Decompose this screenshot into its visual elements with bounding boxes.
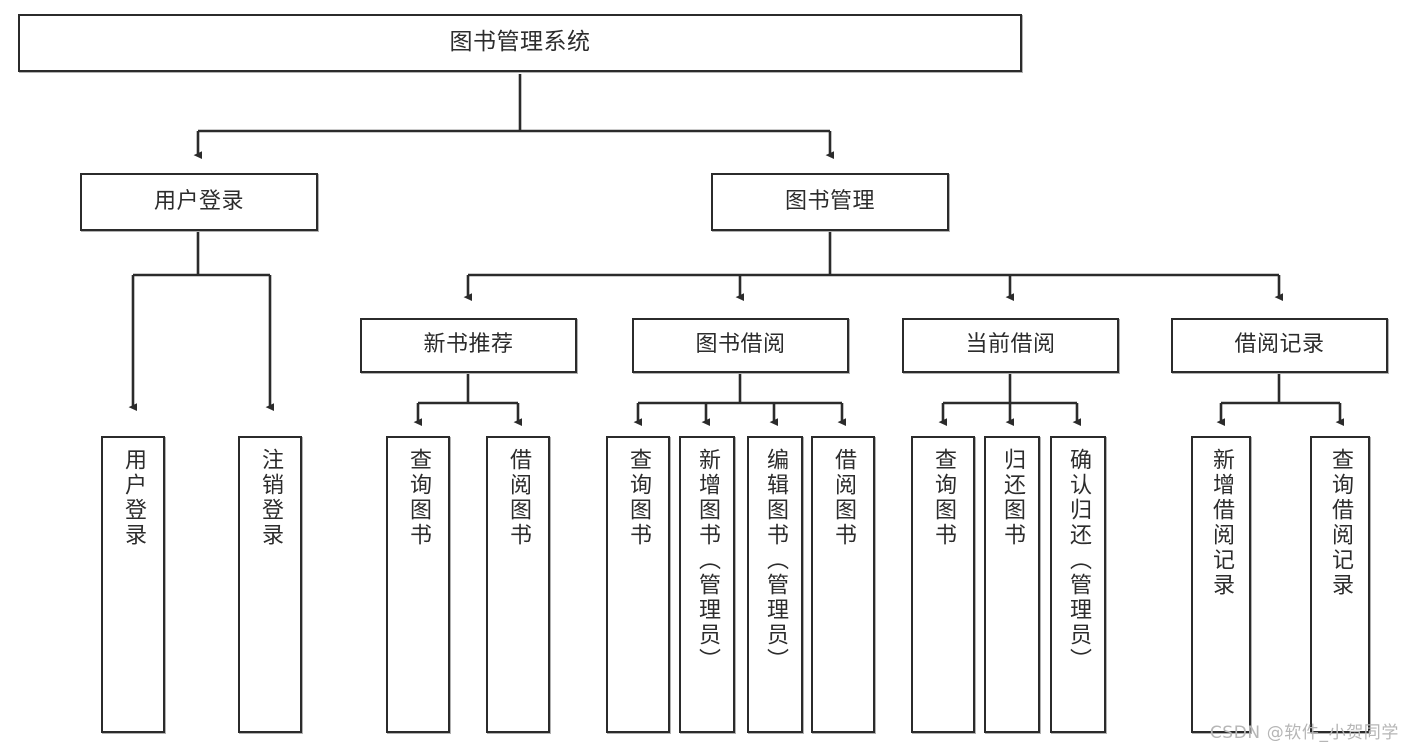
leaf-node-borrow-book-2[interactable]: 借阅图书 <box>811 436 875 733</box>
node-user-login[interactable]: 用户登录 <box>80 173 318 231</box>
node-label: 注销登录 <box>257 448 283 548</box>
leaf-node-edit-book-admin[interactable]: 编辑图书（管理员） <box>747 436 803 733</box>
node-label: 查询图书 <box>625 448 651 548</box>
node-label: 新增借阅记录 <box>1208 448 1234 598</box>
node-label: 新增图书（管理员） <box>694 448 720 673</box>
node-borrow-record[interactable]: 借阅记录 <box>1171 318 1388 373</box>
leaf-node-query-book-2[interactable]: 查询图书 <box>606 436 670 733</box>
node-label: 用户登录 <box>120 448 146 548</box>
leaf-node-query-book-1[interactable]: 查询图书 <box>386 436 450 733</box>
leaf-node-logout-login[interactable]: 注销登录 <box>238 436 302 733</box>
node-current-borrow[interactable]: 当前借阅 <box>902 318 1119 373</box>
node-label: 图书借阅 <box>695 332 786 358</box>
leaf-node-user-login[interactable]: 用户登录 <box>101 436 165 733</box>
node-label: 查询借阅记录 <box>1327 448 1353 598</box>
leaf-node-confirm-return-admin[interactable]: 确认归还（管理员） <box>1050 436 1106 733</box>
node-label: 查询图书 <box>405 448 431 548</box>
node-new-book-recommend[interactable]: 新书推荐 <box>360 318 577 373</box>
node-label: 归还图书 <box>999 448 1025 548</box>
node-label: 查询图书 <box>930 448 956 548</box>
csdn-watermark: CSDN @软件_小贺同学 <box>1209 723 1399 743</box>
leaf-node-return-book[interactable]: 归还图书 <box>984 436 1040 733</box>
leaf-node-query-book-3[interactable]: 查询图书 <box>911 436 975 733</box>
node-book-borrow[interactable]: 图书借阅 <box>632 318 849 373</box>
leaf-node-borrow-book-1[interactable]: 借阅图书 <box>486 436 550 733</box>
leaf-node-add-borrow-record[interactable]: 新增借阅记录 <box>1191 436 1251 733</box>
node-label: 用户登录 <box>153 188 244 214</box>
node-label: 借阅图书 <box>830 448 856 548</box>
leaf-node-add-book-admin[interactable]: 新增图书（管理员） <box>679 436 735 733</box>
node-label: 当前借阅 <box>965 332 1056 358</box>
node-label: 借阅图书 <box>505 448 531 548</box>
node-root-system[interactable]: 图书管理系统 <box>18 14 1022 72</box>
node-label: 编辑图书（管理员） <box>762 448 788 673</box>
node-book-management[interactable]: 图书管理 <box>711 173 949 231</box>
node-label: 新书推荐 <box>423 332 514 358</box>
node-label: 确认归还（管理员） <box>1065 448 1091 673</box>
leaf-node-query-borrow-record[interactable]: 查询借阅记录 <box>1310 436 1370 733</box>
node-label: 图书管理系统 <box>449 29 591 56</box>
node-label: 借阅记录 <box>1234 332 1325 358</box>
node-label: 图书管理 <box>784 188 875 214</box>
